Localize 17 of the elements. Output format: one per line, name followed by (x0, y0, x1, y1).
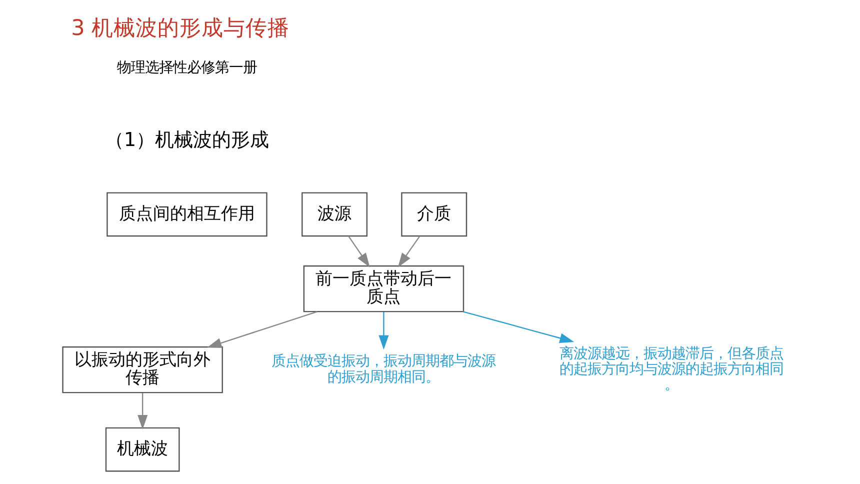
arrow (462, 311, 574, 344)
node-text: 离波源越远，振动越滞后，但各质点的起振方向均与波源的起振方向相同。 (559, 346, 784, 394)
label: （1）机械波的形成 (104, 128, 269, 151)
label: 物理选择性必修第一册 (116, 60, 256, 76)
arrow (378, 312, 388, 350)
arrow (137, 392, 148, 430)
node-box: 质点间的相互作用 (106, 192, 267, 237)
node-box: 前一质点带动后一质点 (302, 265, 464, 312)
diagram-title: 3 机械波的形成与传播 (70, 16, 290, 41)
node-box: 机械波 (104, 427, 180, 472)
node-box: 波源 (301, 192, 368, 237)
node-box: 介质 (400, 192, 467, 237)
node-text: 质点做受迫振动，振动周期都与波源的振动周期相同。 (271, 354, 496, 386)
arrow (348, 236, 370, 268)
arrow (206, 311, 317, 348)
node-box: 以振动的形式向外传播 (62, 346, 222, 394)
arrow (397, 236, 420, 268)
